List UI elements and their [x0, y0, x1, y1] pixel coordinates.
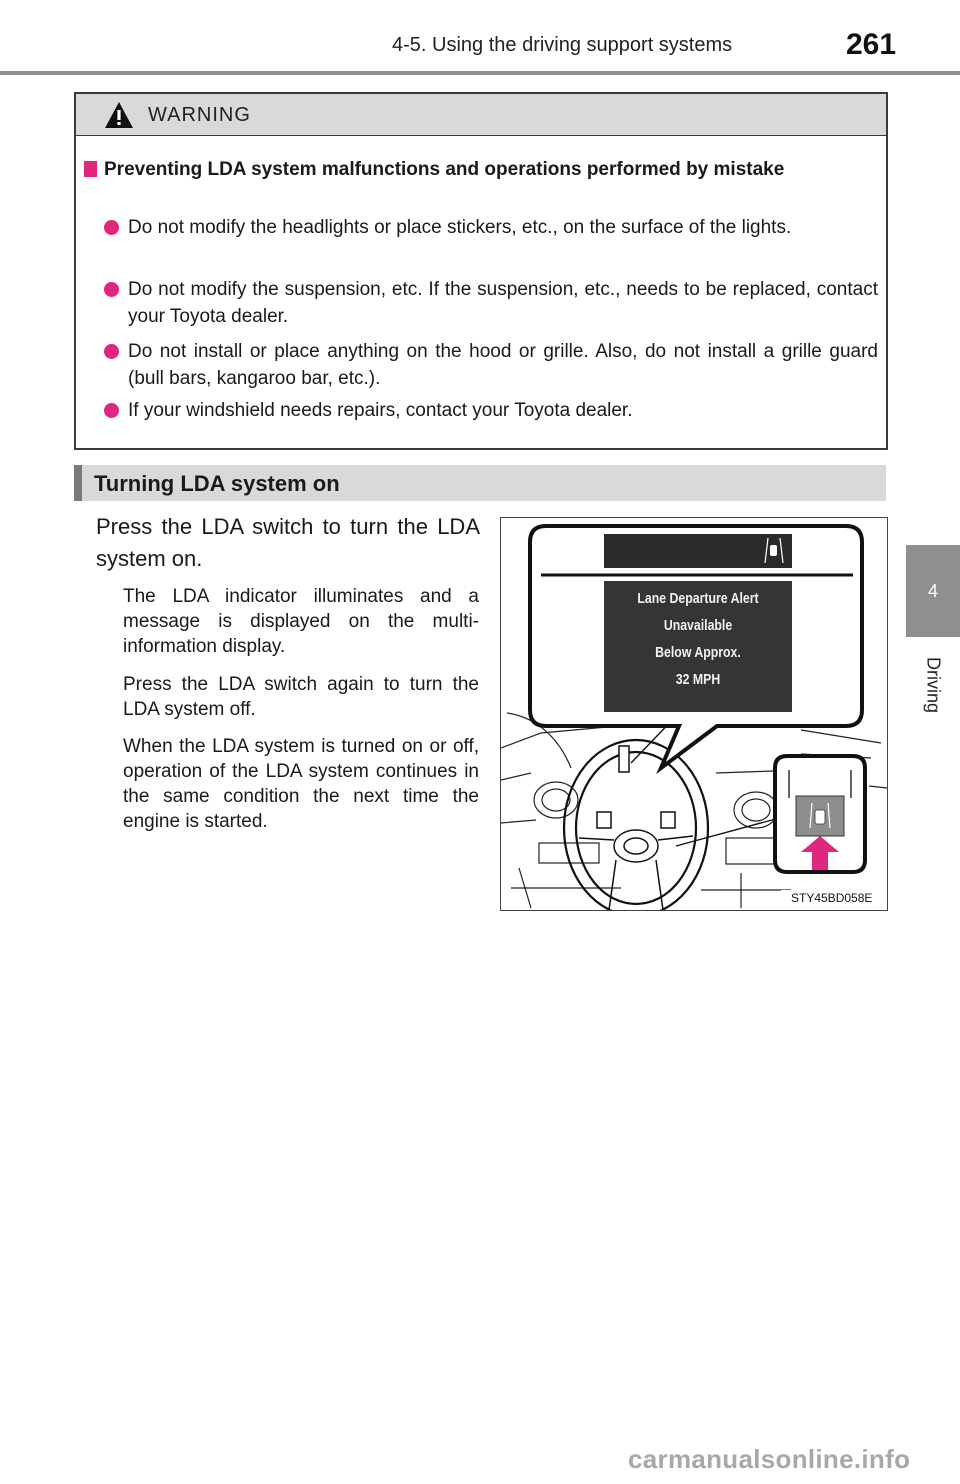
- warning-heading: Preventing LDA system malfunctions and o…: [84, 156, 878, 183]
- message-line: Lane Departure Alert: [637, 590, 759, 607]
- instruction-note: Press the LDA switch again to turn the L…: [123, 674, 479, 720]
- chapter-number: 4: [927, 580, 938, 601]
- section-title: Turning LDA system on: [94, 471, 340, 496]
- chapter-title: Driving: [923, 656, 944, 714]
- square-bullet-icon: [84, 161, 97, 177]
- warning-bullet: Do not modify the suspension, etc. If th…: [104, 276, 878, 330]
- warning-bullet-text: Do not install or place anything on the …: [128, 341, 878, 389]
- round-bullet-icon: [104, 403, 119, 418]
- round-bullet-icon: [104, 282, 119, 297]
- message-line: 32 MPH: [675, 671, 721, 688]
- instruction-lead: Press the LDA switch to turn the LDA sys…: [96, 514, 480, 571]
- warning-title: WARNING: [148, 104, 251, 126]
- page-number: 261: [846, 28, 897, 61]
- warning-heading-text: Preventing LDA system malfunctions and o…: [104, 159, 785, 180]
- message-line: Unavailable: [663, 617, 733, 634]
- lda-illustration: Lane Departure Alert Unavailable Below A…: [500, 517, 888, 911]
- dashboard-drawing: [501, 524, 887, 910]
- warning-bullet: If your windshield needs repairs, contac…: [104, 397, 878, 424]
- warning-header: WARNING: [76, 94, 886, 136]
- warning-bullet: Do not install or place anything on the …: [104, 338, 878, 392]
- instruction-note: When the LDA system is turned on or off,…: [123, 736, 479, 832]
- watermark-link[interactable]: carmanualsonline.info: [628, 1444, 911, 1474]
- message-line: Below Approx.: [655, 644, 741, 661]
- chapter-label: Driving: [906, 640, 960, 730]
- warning-triangle-icon: [105, 102, 133, 128]
- warning-bullet: Do not modify the headlights or place st…: [104, 214, 878, 241]
- running-header: 4-5. Using the driving support systems: [392, 34, 733, 56]
- warning-box: WARNING Preventing LDA system malfunctio…: [74, 92, 888, 450]
- instruction-note: The LDA indicator illuminates and a mess…: [123, 586, 479, 657]
- figure-code: STY45BD058E: [791, 891, 873, 905]
- warning-bullet-text: Do not modify the headlights or place st…: [128, 217, 792, 238]
- section-heading-bar: Turning LDA system on: [74, 465, 886, 501]
- round-bullet-icon: [104, 220, 119, 235]
- round-bullet-icon: [104, 344, 119, 359]
- warning-bullet-text: Do not modify the suspension, etc. If th…: [128, 279, 878, 327]
- header-rule: [0, 71, 960, 75]
- display-message: Lane Departure Alert Unavailable Below A…: [621, 585, 775, 693]
- section-accent: [74, 465, 82, 501]
- warning-bullet-text: If your windshield needs repairs, contac…: [128, 400, 633, 421]
- chapter-tab: 4: [906, 545, 960, 637]
